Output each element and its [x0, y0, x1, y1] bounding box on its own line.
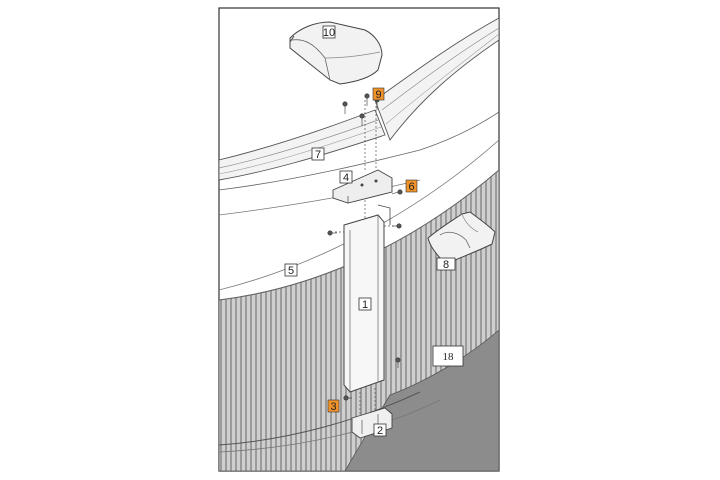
svg-text:8: 8 [443, 259, 449, 271]
svg-text:3: 3 [330, 401, 336, 413]
callout-6: 6 [405, 179, 418, 193]
callout-4: 4 [339, 170, 353, 184]
callout-18: 18 [432, 345, 464, 367]
svg-text:4: 4 [343, 172, 349, 184]
liner-bottom-edge [219, 391, 421, 446]
callout-1: 1 [358, 297, 372, 311]
skimmer-cover [427, 211, 496, 263]
top-rail-right [374, 17, 499, 141]
svg-text:9: 9 [375, 89, 381, 101]
callout-3: 3 [327, 399, 340, 413]
callout-7: 7 [311, 147, 325, 161]
callout-10: 8 [436, 257, 456, 271]
svg-text:2: 2 [377, 425, 383, 437]
top-cap [289, 21, 383, 85]
callout-5: 5 [284, 263, 298, 277]
callout-9: 10 [322, 25, 336, 39]
svg-text:5: 5 [288, 265, 294, 277]
svg-text:6: 6 [408, 181, 414, 193]
svg-text:7: 7 [315, 149, 321, 161]
callout-8: 9 [372, 87, 385, 101]
top-plate [332, 169, 393, 204]
callout-2: 2 [373, 423, 387, 437]
svg-text:10: 10 [323, 27, 335, 39]
svg-text:1: 1 [362, 299, 368, 311]
top-rail [219, 109, 386, 181]
rail-lip [219, 111, 499, 191]
ground-line [219, 399, 441, 453]
svg-text:18: 18 [443, 351, 455, 363]
